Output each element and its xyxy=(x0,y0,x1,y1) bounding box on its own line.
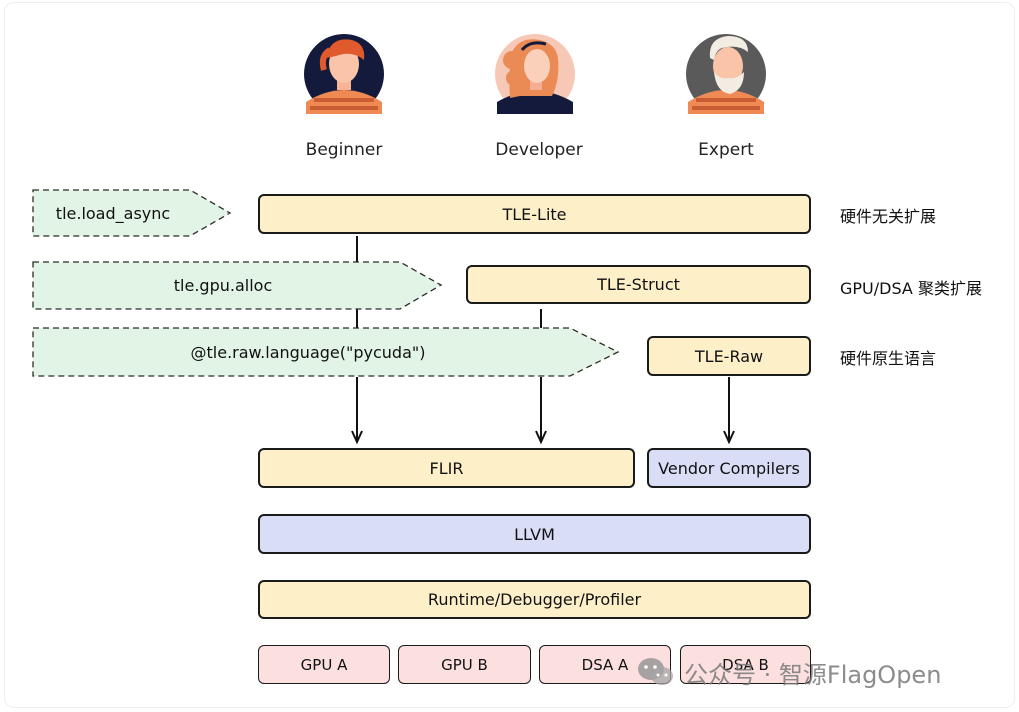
persona-label-developer: Developer xyxy=(495,140,583,160)
hardware-dsa-b: DSA B xyxy=(680,645,811,684)
hardware-gpu-b: GPU B xyxy=(398,645,531,684)
side-label-raw: 硬件原生语言 xyxy=(840,349,937,368)
side-label-struct: GPU/DSA 聚类扩展 xyxy=(840,279,982,298)
beginner-avatar xyxy=(304,34,384,114)
api-load-async-shape xyxy=(32,189,232,237)
watermark-text: 公众号 · 智源FlagOpen xyxy=(684,660,942,689)
persona-label-beginner: Beginner xyxy=(305,140,383,160)
api-load-async: tle.load_async xyxy=(55,203,171,223)
api-gpu-alloc-shape xyxy=(32,261,443,310)
persona-label-expert: Expert xyxy=(698,140,754,160)
expert-avatar xyxy=(686,34,766,114)
side-label-lite: 硬件无关扩展 xyxy=(840,207,937,226)
runtime-box: Runtime/Debugger/Profiler xyxy=(258,580,811,619)
flir-box: FLIR xyxy=(258,448,635,488)
developer-avatar xyxy=(495,34,575,114)
api-gpu-alloc: tle.gpu.alloc xyxy=(173,276,273,295)
watermark: 公众号 · 智源FlagOpen xyxy=(636,652,941,692)
vendor-compilers-box: Vendor Compilers xyxy=(647,448,811,488)
hardware-gpu-a: GPU A xyxy=(258,645,390,684)
tle-struct-box: TLE-Struct xyxy=(466,265,811,304)
tle-raw-box: TLE-Raw xyxy=(647,336,811,376)
llvm-box: LLVM xyxy=(258,514,811,554)
wechat-icon xyxy=(638,658,673,685)
api-raw-language-shape xyxy=(32,327,620,377)
api-raw-language: @tle.raw.language("pycuda") xyxy=(190,342,426,362)
tle-lite-box: TLE-Lite xyxy=(258,194,811,234)
diagram-frame xyxy=(4,2,1015,708)
